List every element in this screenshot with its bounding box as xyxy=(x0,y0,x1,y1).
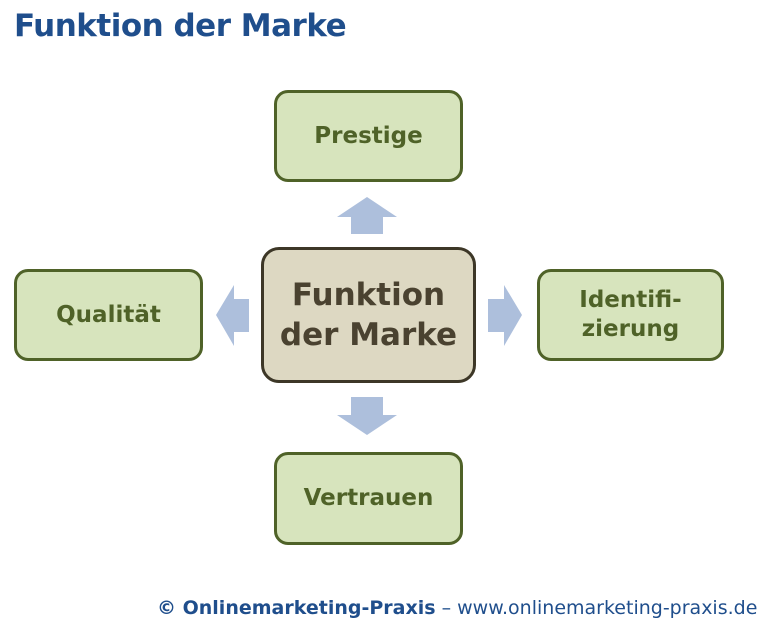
node-vertrauen: Vertrauen xyxy=(274,452,463,545)
footer-url: www.onlinemarketing-praxis.de xyxy=(457,597,758,619)
center-line1: Funktion xyxy=(291,276,446,313)
arrow-left-icon xyxy=(216,285,249,346)
node-qualitaet: Qualität xyxy=(14,269,203,361)
node-label: Qualität xyxy=(56,301,161,328)
node-prestige: Prestige xyxy=(274,90,463,182)
arrow-up-icon xyxy=(337,197,397,234)
arrow-right-icon xyxy=(488,285,522,346)
page-title: Funktion der Marke xyxy=(14,8,347,44)
node-label-line1: Identifi- xyxy=(579,287,682,314)
center-node: Funktion der Marke xyxy=(261,247,476,383)
node-label: Vertrauen xyxy=(303,485,434,512)
footer-brand: © Onlinemarketing-Praxis xyxy=(157,597,436,619)
node-label-line2: zierung xyxy=(581,316,680,342)
footer: © Onlinemarketing-Praxis – www.onlinemar… xyxy=(157,597,757,619)
arrow-down-icon xyxy=(337,397,397,435)
footer-separator: – xyxy=(435,597,458,619)
node-label: Prestige xyxy=(314,122,423,149)
center-line2: der Marke xyxy=(279,317,458,353)
node-identifizierung: Identifi-zierung xyxy=(537,269,724,361)
